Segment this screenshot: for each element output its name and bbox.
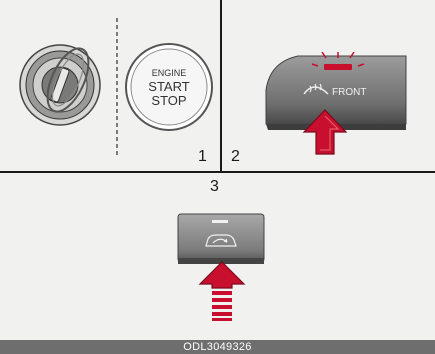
press-arrow-icon [302, 108, 348, 156]
engine-start-stop-button: ENGINE START STOP [124, 42, 214, 132]
indicator-lamp [324, 64, 352, 70]
panel-number-1: 1 [198, 148, 207, 166]
panel-number-2: 2 [231, 148, 240, 166]
ignition-key-cylinder-icon [12, 30, 112, 140]
engine-button-line2: START [148, 79, 189, 94]
recirc-indicator [212, 220, 228, 223]
panel-number-3: 3 [210, 178, 219, 196]
figure-code: ODL3049326 [0, 340, 435, 354]
engine-button-line1: ENGINE [152, 68, 187, 78]
engine-button-line3: STOP [151, 93, 186, 108]
defrost-label: FRONT [332, 87, 366, 98]
press-arrow-animated-icon [198, 260, 246, 322]
